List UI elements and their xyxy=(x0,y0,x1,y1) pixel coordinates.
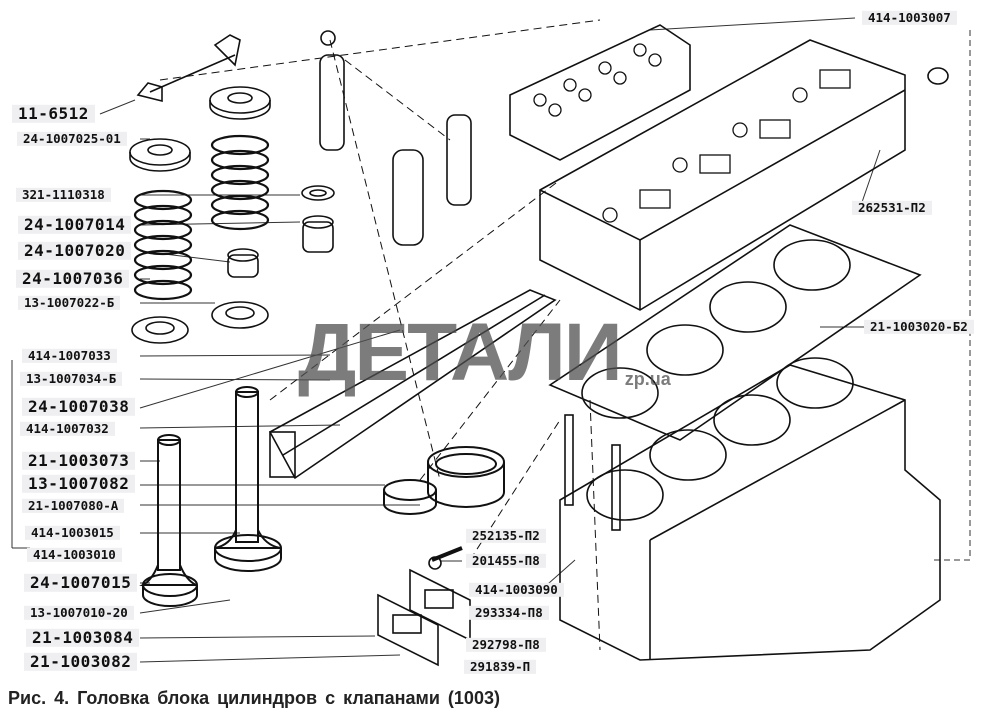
part-label: 252135-П2 xyxy=(466,528,546,544)
part-label: 293334-П8 xyxy=(469,605,549,621)
part-label: 13-1007022-Б xyxy=(18,295,121,311)
part-label: 13-1007034-Б xyxy=(20,371,123,387)
spring-plates xyxy=(129,86,271,344)
cylinder-head-small xyxy=(509,24,691,161)
part-label: 24-1007038 xyxy=(22,397,136,417)
part-label: 262531-П2 xyxy=(852,200,932,216)
part-label: 414-1003090 xyxy=(469,582,564,598)
part-label: 13-1007082 xyxy=(22,474,136,494)
part-label: 24-1007014 xyxy=(18,215,132,235)
part-label: 414-1003015 xyxy=(25,525,120,541)
seat-rings xyxy=(383,446,505,515)
part-label: 21-1003084 xyxy=(26,628,140,648)
valve-stem-seals xyxy=(227,185,335,278)
part-label: 414-1003007 xyxy=(862,10,957,26)
part-label: 292798-П8 xyxy=(466,637,546,653)
part-label: 24-1007015 xyxy=(24,573,138,593)
part-label: 24-1007025-01 xyxy=(17,131,127,147)
part-label: 13-1007010-20 xyxy=(24,605,134,621)
part-label: 21-1007080-А xyxy=(22,498,125,514)
exhaust-flanges xyxy=(377,546,471,667)
part-label: 21-1003082 xyxy=(24,652,138,672)
watermark-suffix: zp.ua xyxy=(624,369,671,389)
cylinder-head xyxy=(539,39,949,311)
watermark-logo: ДЕТАЛИ xyxy=(298,307,623,398)
head-gasket xyxy=(548,224,922,441)
valve-springs xyxy=(133,134,270,301)
part-label: 21-1003020-Б2 xyxy=(864,319,974,335)
part-label: 291839-П xyxy=(464,659,537,675)
part-label: 414-1007033 xyxy=(22,348,117,364)
part-label: 24-1007020 xyxy=(18,241,132,261)
part-label: 414-1003010 xyxy=(27,547,122,563)
valves xyxy=(139,386,282,607)
part-label: 21-1003073 xyxy=(22,451,136,471)
construction-lines xyxy=(159,19,601,651)
valve-guides xyxy=(319,30,472,246)
part-label: 321-1110318 xyxy=(16,187,111,203)
manifold-tube xyxy=(268,289,557,480)
part-label: 201455-П8 xyxy=(466,553,546,569)
cylinder-block xyxy=(559,357,941,661)
part-label: 414-1007032 xyxy=(20,421,115,437)
leader-lines xyxy=(11,17,971,663)
figure-caption: Рис. 4. Головка блока цилиндров с клапан… xyxy=(8,688,500,708)
valve-keepers xyxy=(136,34,241,103)
part-label: 24-1007036 xyxy=(16,269,130,289)
part-label: 11-6512 xyxy=(12,104,95,124)
watermark: ДЕТАЛИ zp.ua xyxy=(298,312,671,394)
